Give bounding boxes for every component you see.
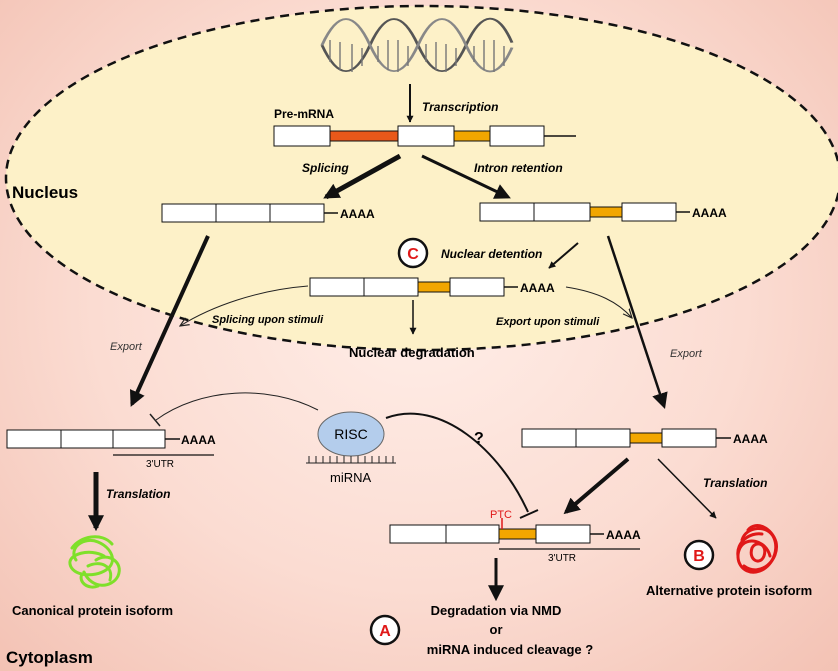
degradation-line-3: miRNA induced cleavage ? — [427, 642, 593, 657]
retained-mrna-cytoplasm — [521, 428, 731, 448]
canonical-protein-label: Canonical protein isoform — [12, 603, 173, 618]
marker-a-circle — [369, 614, 401, 646]
ptc-pathway-arrow — [563, 457, 630, 515]
splicing-arrow — [323, 153, 402, 200]
marker-c: C — [407, 246, 419, 263]
translation-label-left: Translation — [106, 487, 170, 501]
pre-mrna-label: Pre-mRNA — [274, 107, 334, 121]
poly-a-tail: AAAA — [520, 281, 555, 295]
marker-b-circle — [683, 539, 715, 571]
poly-a-tail: AAAA — [733, 432, 768, 446]
export-label-right: Export — [670, 348, 703, 360]
dna-helix-icon — [320, 17, 514, 73]
poly-a-tail: AAAA — [340, 207, 375, 221]
risc-inhibition-canonical — [155, 392, 319, 421]
canonical-mrna-cytoplasm — [6, 429, 214, 456]
mirna-label: miRNA — [330, 470, 371, 485]
canonical-protein-icon — [68, 535, 121, 589]
splicing-label: Splicing — [302, 161, 349, 175]
poly-a-tail: AAAA — [606, 528, 641, 542]
transcription-label: Transcription — [422, 100, 498, 114]
translation-label-right: Translation — [703, 476, 767, 490]
nuclear-degradation-label: Nuclear degradation — [349, 345, 475, 360]
marker-c-circle — [397, 237, 429, 269]
degradation-line-2: or — [490, 622, 503, 637]
poly-a-tail: AAAA — [181, 433, 216, 447]
mirna-strand — [306, 456, 396, 464]
nucleus-label: Nucleus — [12, 183, 78, 202]
export-arrow-left — [129, 235, 210, 407]
export-label-left: Export — [110, 341, 143, 353]
detained-mrna — [309, 277, 518, 297]
inhibition-bar — [149, 413, 161, 427]
ptc-label: PTC — [490, 509, 512, 521]
pre-mrna-transcript — [273, 125, 576, 147]
question-mark: ? — [474, 430, 484, 447]
spliced-mrna-nucleus — [161, 203, 338, 223]
export-arrow-right — [606, 235, 668, 410]
utr-label-bottom: 3'UTR — [548, 553, 576, 564]
translation-arrow-right — [657, 458, 717, 519]
cytoplasm-label: Cytoplasm — [6, 648, 93, 667]
ptc-mrna — [389, 518, 640, 550]
risc-inhibition-ptc — [385, 412, 529, 513]
inhibition-bar — [519, 509, 539, 519]
utr-label-left: 3'UTR — [146, 459, 174, 470]
risc-label: RISC — [334, 426, 367, 442]
alternative-protein-icon — [736, 524, 778, 574]
intron-retention-label: Intron retention — [474, 161, 563, 175]
degradation-line-1: Degradation via NMD — [431, 603, 562, 618]
splicing-upon-stimuli-label: Splicing upon stimuli — [212, 314, 324, 326]
marker-a: A — [379, 623, 391, 640]
export-upon-stimuli-label: Export upon stimuli — [496, 316, 600, 328]
nucleus-membrane — [4, 4, 838, 352]
poly-a-tail: AAAA — [692, 206, 727, 220]
intron-retention-arrow — [421, 154, 511, 199]
splicing-upon-stimuli-arrow — [180, 285, 309, 326]
nuclear-detention-label: Nuclear detention — [441, 247, 542, 261]
export-upon-stimuli-arrow — [565, 286, 632, 318]
marker-b: B — [693, 548, 705, 565]
retained-mrna-nucleus — [479, 202, 690, 222]
nuclear-detention-arrow — [548, 242, 579, 269]
alternative-protein-label: Alternative protein isoform — [646, 583, 812, 598]
